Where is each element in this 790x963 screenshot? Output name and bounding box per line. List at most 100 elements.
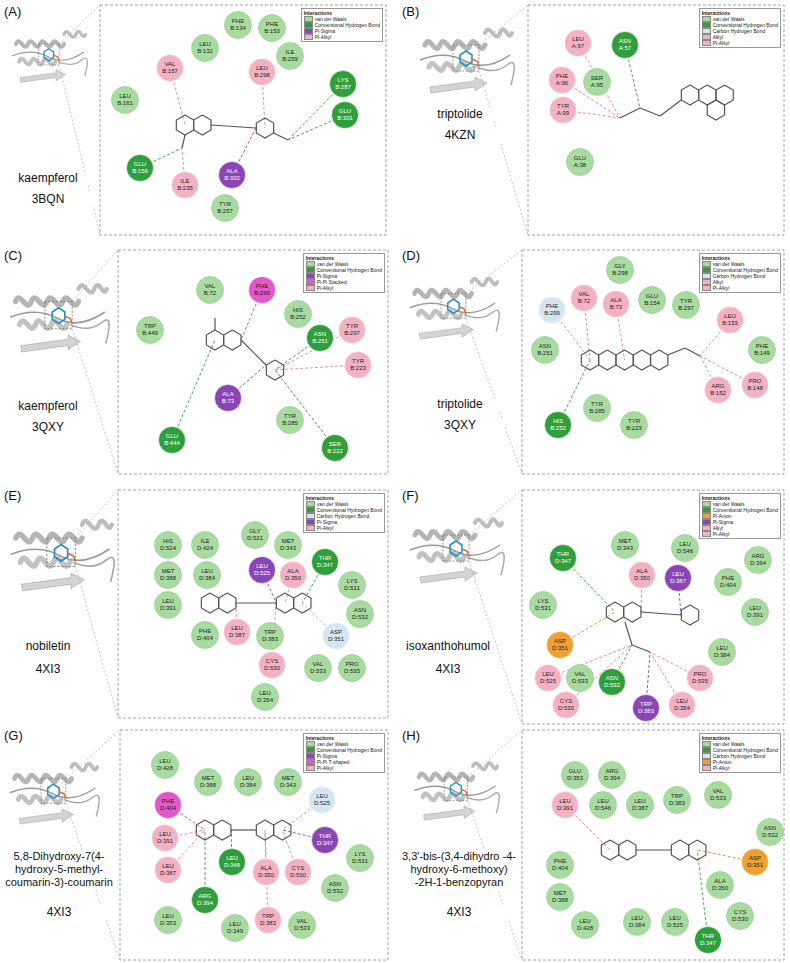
- legend-title: Interactions: [304, 10, 380, 16]
- residue-node: GLY B:298: [606, 256, 634, 284]
- zoom-line: [479, 5, 528, 45]
- residue-circle-shape: [339, 655, 366, 682]
- residue-circle-shape: [547, 884, 574, 911]
- residue-node: LEU B:298: [248, 58, 276, 86]
- residue-node: LEU D:546: [589, 791, 617, 819]
- residue-node: LEU D:353: [154, 906, 182, 934]
- residue-label: LEU D:546: [595, 798, 611, 812]
- panel-letter: (C): [4, 248, 22, 263]
- residue-node: SER A:95: [583, 68, 611, 96]
- residue-node: LEU D:391: [551, 791, 579, 819]
- zoom-line: [59, 5, 100, 44]
- residue-circle-shape: [347, 601, 374, 628]
- compound-name: triptolide: [415, 108, 505, 121]
- legend-swatch: [306, 765, 315, 771]
- residue-label: GLU B:301: [337, 108, 353, 122]
- residue-label: ALA D:350: [285, 568, 301, 582]
- residue-label: PHE B:153: [264, 21, 280, 35]
- legend-text: Pi-Alkyl: [713, 285, 730, 291]
- residue-node: LEU D:384: [193, 561, 221, 589]
- residue-circle-shape: [603, 291, 630, 318]
- ligand-structure: [206, 318, 283, 380]
- legend-text: Carbon Hydrogen Bond: [713, 753, 766, 759]
- residue-node: LEU D:387: [154, 856, 182, 884]
- residue-label: ASN D:532: [327, 881, 343, 895]
- residue-circle-shape: [155, 592, 182, 619]
- residue-label: LEU D:384: [629, 915, 645, 929]
- legend-row: Carbon Hydrogen Bond: [702, 28, 778, 34]
- compound-name: 3,3'-bis-(3,4-dihydro -4-hydroxy-6-metho…: [400, 850, 518, 889]
- ligand-ring: [601, 840, 618, 860]
- residue-circle-shape: [621, 412, 648, 439]
- residue-label: ARG D:394: [604, 768, 620, 782]
- residue-label: CYS D:530: [264, 658, 280, 672]
- residue-node: TYR B:223: [620, 411, 648, 439]
- ligand-ring: [276, 593, 293, 613]
- residue-circle-shape: [550, 545, 577, 572]
- residue-label: LEU B:161: [117, 93, 133, 107]
- residue-label: TRP B:449: [142, 323, 158, 337]
- residue-label: LYS D:531: [535, 598, 551, 612]
- residue-node: ARG D:394: [744, 546, 772, 574]
- ligand-ring: [201, 593, 218, 613]
- residue-circle-shape: [715, 569, 742, 596]
- legend-text: Carbon Hydrogen Bond: [713, 28, 766, 34]
- residue-label: CYS D:530: [732, 909, 748, 923]
- residue-label: THR D:347: [317, 555, 333, 569]
- residue-circle-shape: [742, 372, 769, 399]
- ligand-ring: [206, 330, 223, 350]
- legend-row: Alkyl: [702, 34, 778, 40]
- pdb-id: 4KZN: [415, 128, 505, 142]
- residue-circle-shape: [253, 859, 280, 886]
- legend-row: Pi-Pi T-shaped: [306, 759, 382, 765]
- residue-label: LYS B:287: [335, 77, 351, 91]
- residue-node: LEU D:428: [571, 911, 599, 939]
- ligand-ring: [707, 100, 724, 120]
- residue-label: TYR B:285: [589, 401, 605, 415]
- legend-swatch: [306, 525, 315, 531]
- residue-circle-shape: [215, 385, 242, 412]
- legend-text: Pi-Sigma: [317, 519, 337, 525]
- legend-box: Interactionsvan der WaalsConventional Hy…: [303, 493, 385, 533]
- residue-label: ALA B:73: [610, 297, 622, 311]
- zoom-line: [59, 65, 100, 235]
- residue-circle-shape: [255, 907, 282, 934]
- legend-text: van der Waals: [713, 16, 745, 22]
- residue-label: PRO D:535: [692, 671, 708, 685]
- ligand-ring: [616, 350, 633, 370]
- residue-node: ASN A:57: [611, 31, 639, 59]
- panel-letter: (G): [4, 728, 23, 743]
- residue-label: CYS D:530: [558, 698, 574, 712]
- residue-node: LYS D:531: [529, 591, 557, 619]
- legend-text: Pi-Alkyl: [713, 531, 730, 537]
- residue-label: PHE D:404: [197, 628, 213, 642]
- residue-label: ASN D:532: [762, 825, 778, 839]
- residue-node: LEU D:525: [308, 786, 336, 814]
- residue-label: LEU D:546: [677, 541, 693, 555]
- residue-node: LEU D:428: [151, 751, 179, 779]
- ligand-ring: [176, 115, 193, 135]
- residue-label: VAL D:533: [294, 918, 310, 932]
- panel-letter: (B): [402, 4, 419, 19]
- residue-circle-shape: [673, 292, 700, 319]
- residue-node: PHE D:404: [154, 791, 182, 819]
- residue-node: MET D:388: [546, 883, 574, 911]
- residue-circle-shape: [757, 819, 784, 846]
- residue-label: LYS D:531: [344, 578, 360, 592]
- residue-node: ASN D:532: [756, 818, 784, 846]
- ligand-structure: [201, 593, 311, 613]
- residue-circle-shape: [249, 59, 276, 86]
- ligand-ring: [689, 840, 706, 860]
- residue-label: GLU B:156: [132, 161, 148, 175]
- zoom-line: [466, 250, 522, 294]
- residue-circle-shape: [112, 87, 139, 114]
- residue-circle-shape: [550, 97, 577, 124]
- residue-node: CYS D:530: [284, 858, 312, 886]
- residue-node: THR D:347: [694, 926, 722, 954]
- residue-node: SER B:222: [321, 434, 349, 462]
- ligand-bond: [211, 125, 256, 128]
- zoom-line: [466, 318, 522, 474]
- ligand-bond: [620, 108, 640, 118]
- legend-row: Pi-Pi Stacked: [306, 279, 382, 285]
